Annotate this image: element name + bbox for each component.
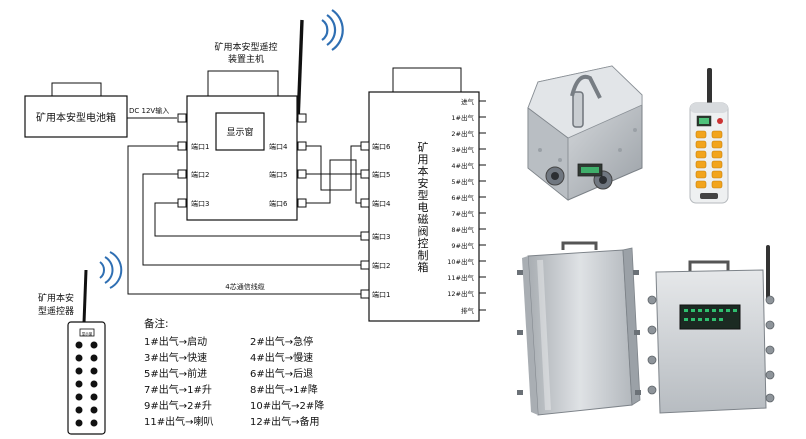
valve-port-6: 端口6 <box>372 142 391 151</box>
note-item: 9#出气→2#升 <box>144 399 212 412</box>
note-item: 12#出气→备用 <box>250 415 319 428</box>
host-title-line1: 矿用本安型遥控 <box>214 41 277 53</box>
svg-text:本: 本 <box>418 164 429 178</box>
note-item: 7#出气→1#升 <box>144 383 212 396</box>
remote-signal-icon <box>99 251 123 289</box>
valve-port-1: 端口1 <box>372 290 390 299</box>
valve-box-title: 矿 用 本 安 型 电 磁 阀 控 制 箱 <box>418 141 429 274</box>
battery-label: 矿用本安型电池箱 <box>36 111 116 124</box>
svg-text:箱: 箱 <box>418 260 429 274</box>
svg-text:12#出气: 12#出气 <box>447 289 474 298</box>
svg-text:2#出气: 2#出气 <box>451 129 474 138</box>
remote-title-line2: 型遥控器 <box>38 305 74 317</box>
battery-box: 矿用本安型电池箱 <box>24 82 128 138</box>
note-item: 8#出气→1#降 <box>250 383 318 396</box>
svg-text:型: 型 <box>418 188 429 202</box>
svg-text:8#出气: 8#出气 <box>451 225 474 234</box>
host-port-5: 端口5 <box>269 170 287 179</box>
note-item: 2#出气→急停 <box>250 335 313 348</box>
svg-text:矿: 矿 <box>418 141 429 154</box>
svg-text:排气: 排气 <box>461 306 475 315</box>
valve-outputs: 进气 1#出气 2#出气 3#出气 4#出气 5#出气 6#出气 7#出气 8#… <box>447 97 486 315</box>
dc-input-line: DC 12V输入 <box>127 106 177 119</box>
note-item: 3#出气→快速 <box>144 351 207 364</box>
svg-text:磁: 磁 <box>418 213 429 226</box>
host-port-1: 端口1 <box>191 142 209 151</box>
host-antenna <box>296 19 304 123</box>
svg-text:11#出气: 11#出气 <box>447 273 474 282</box>
host-port-3: 端口3 <box>191 199 209 208</box>
valve-port-5: 端口5 <box>372 170 390 179</box>
valve-port-2: 端口2 <box>372 261 390 270</box>
display-window-label: 显示窗 <box>226 126 253 138</box>
notes: 备注: 1#出气→启动 2#出气→急停 3#出气→快速 4#出气→慢速 5#出气… <box>144 317 324 428</box>
host-port-6: 端口6 <box>269 199 288 208</box>
svg-text:4#出气: 4#出气 <box>451 161 474 170</box>
host-unit: 矿用本安型遥控 装置主机 显示窗 端口1 端口2 端口3 端口4 端口5 端口6 <box>177 9 344 221</box>
svg-text:电: 电 <box>418 201 429 214</box>
note-item: 6#出气→后退 <box>250 367 313 380</box>
svg-text:7#出气: 7#出气 <box>451 209 474 218</box>
host-enclosure-photo <box>527 65 643 201</box>
svg-text:用: 用 <box>418 153 429 166</box>
svg-text:6#出气: 6#出气 <box>451 193 474 202</box>
valve-port-3: 端口3 <box>372 232 390 241</box>
handheld-remote-photo <box>689 68 729 204</box>
svg-text:进气: 进气 <box>461 97 475 106</box>
note-item: 5#出气→前进 <box>144 367 207 380</box>
cable-label: 4芯通信线缆 <box>225 282 264 291</box>
dc-input-label: DC 12V输入 <box>129 106 169 115</box>
svg-text:制: 制 <box>418 249 429 262</box>
remote-title-line1: 矿用本安 <box>38 292 74 304</box>
svg-text:10#出气: 10#出气 <box>447 257 474 266</box>
wiring: 4芯通信线缆 <box>127 145 362 295</box>
svg-text:9#出气: 9#出气 <box>451 241 474 250</box>
host-signal-icon <box>321 9 344 51</box>
remote-antenna <box>82 269 88 324</box>
svg-text:阀: 阀 <box>418 224 429 238</box>
host-title-line2: 装置主机 <box>228 53 264 65</box>
host-port-2: 端口2 <box>191 170 209 179</box>
remote-screen-label: 显示窗 <box>82 331 93 336</box>
notes-heading: 备注: <box>144 317 169 330</box>
svg-text:控: 控 <box>418 236 429 250</box>
note-item: 1#出气→启动 <box>144 335 207 348</box>
valve-control-box: 端口6 端口5 端口4 端口3 端口2 端口1 矿 用 本 安 型 电 磁 阀 … <box>360 67 486 322</box>
remote-buttons <box>75 341 98 427</box>
flat-enclosure-photo <box>517 241 641 416</box>
svg-text:3#出气: 3#出气 <box>451 145 474 154</box>
valve-port-4: 端口4 <box>372 199 391 208</box>
svg-text:5#出气: 5#出气 <box>451 177 474 186</box>
svg-text:1#出气: 1#出气 <box>451 113 474 122</box>
note-item: 10#出气→2#降 <box>250 399 324 412</box>
note-item: 4#出气→慢速 <box>250 351 313 364</box>
host-port-4: 端口4 <box>269 142 288 151</box>
note-item: 11#出气→喇叭 <box>144 415 213 428</box>
svg-text:安: 安 <box>418 176 429 190</box>
valve-box-photo <box>647 245 775 414</box>
remote-controller: 矿用本安 型遥控器 显示窗 <box>38 251 123 435</box>
